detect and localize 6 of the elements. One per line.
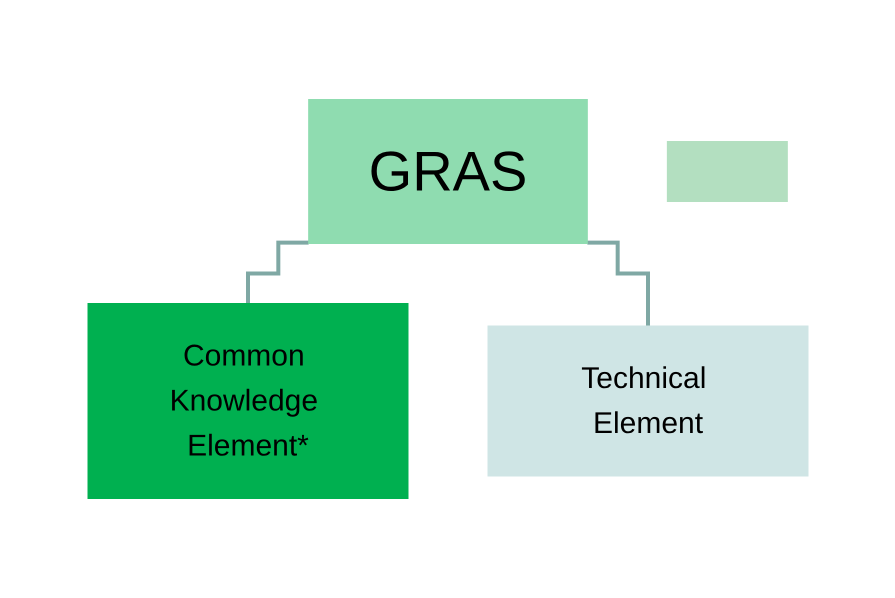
- node-box: GRAS: [308, 99, 588, 244]
- connector: [246, 240, 308, 306]
- node-box: Technical Element: [487, 326, 808, 476]
- connector: [586, 240, 650, 328]
- node-box: [666, 141, 788, 202]
- node-box: Common Knowledge Element*: [87, 303, 408, 499]
